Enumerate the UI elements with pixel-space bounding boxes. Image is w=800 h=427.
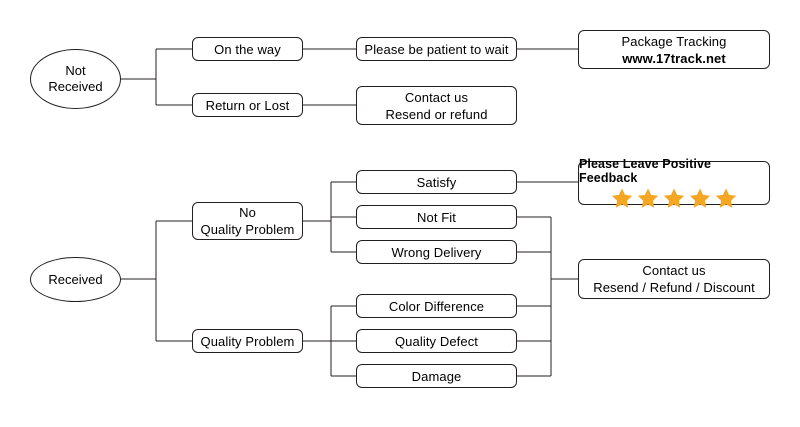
node-damage-label: Damage	[411, 368, 462, 384]
node-not-received-line1: Not	[65, 63, 86, 78]
node-return-or-lost-label: Return or Lost	[205, 97, 290, 113]
node-quality-problem-label: Quality Problem	[200, 333, 295, 349]
node-please-be-patient: Please be patient to wait	[356, 37, 517, 61]
node-satisfy: Satisfy	[356, 170, 517, 194]
node-contact-us-resend-refund-discount: Contact us Resend / Refund / Discount	[578, 259, 770, 299]
star-icon	[689, 188, 711, 208]
node-on-the-way-label: On the way	[214, 41, 281, 57]
node-quality-defect: Quality Defect	[356, 329, 517, 353]
node-not-received-line2: Received	[48, 79, 103, 94]
node-please-be-patient-label: Please be patient to wait	[364, 41, 509, 57]
node-color-difference: Color Difference	[356, 294, 517, 318]
node-contact-us-line2: Resend or refund	[385, 106, 488, 122]
star-icon	[715, 188, 737, 208]
positive-feedback-label: Please Leave Positive Feedback	[579, 157, 712, 185]
star-icon	[611, 188, 633, 208]
star-rating	[611, 187, 737, 209]
node-quality-defect-label: Quality Defect	[394, 333, 479, 349]
node-no-quality-problem-line2: Quality Problem	[200, 222, 295, 237]
node-package-tracking-url: www.17track.net	[622, 50, 726, 66]
node-package-tracking: Package Tracking www.17track.net	[578, 30, 770, 69]
node-return-or-lost: Return or Lost	[192, 93, 303, 117]
node-received-label: Received	[48, 271, 103, 287]
node-color-difference-label: Color Difference	[388, 298, 485, 314]
node-damage: Damage	[356, 364, 517, 388]
node-satisfy-label: Satisfy	[416, 174, 457, 190]
node-on-the-way: On the way	[192, 37, 303, 61]
node-quality-problem: Quality Problem	[192, 329, 303, 353]
node-not-received: Not Received	[30, 49, 121, 109]
node-not-fit: Not Fit	[356, 205, 517, 229]
node-wrong-delivery: Wrong Delivery	[356, 240, 517, 264]
node-not-fit-label: Not Fit	[417, 209, 456, 225]
node-received: Received	[30, 257, 121, 302]
node-package-tracking-line1: Package Tracking	[621, 33, 727, 49]
node-contact-us-discount-line1: Contact us	[642, 263, 706, 278]
node-contact-us-line1: Contact us	[404, 89, 469, 105]
node-no-quality-problem: No Quality Problem	[192, 202, 303, 240]
star-icon	[637, 188, 659, 208]
node-positive-feedback: Please Leave Positive Feedback	[578, 157, 770, 208]
star-icon	[663, 188, 685, 208]
node-wrong-delivery-label: Wrong Delivery	[391, 244, 482, 260]
node-no-quality-problem-line1: No	[239, 205, 256, 220]
node-contact-us-resend-refund: Contact us Resend or refund	[356, 86, 517, 125]
node-contact-us-discount-line2: Resend / Refund / Discount	[593, 280, 755, 295]
